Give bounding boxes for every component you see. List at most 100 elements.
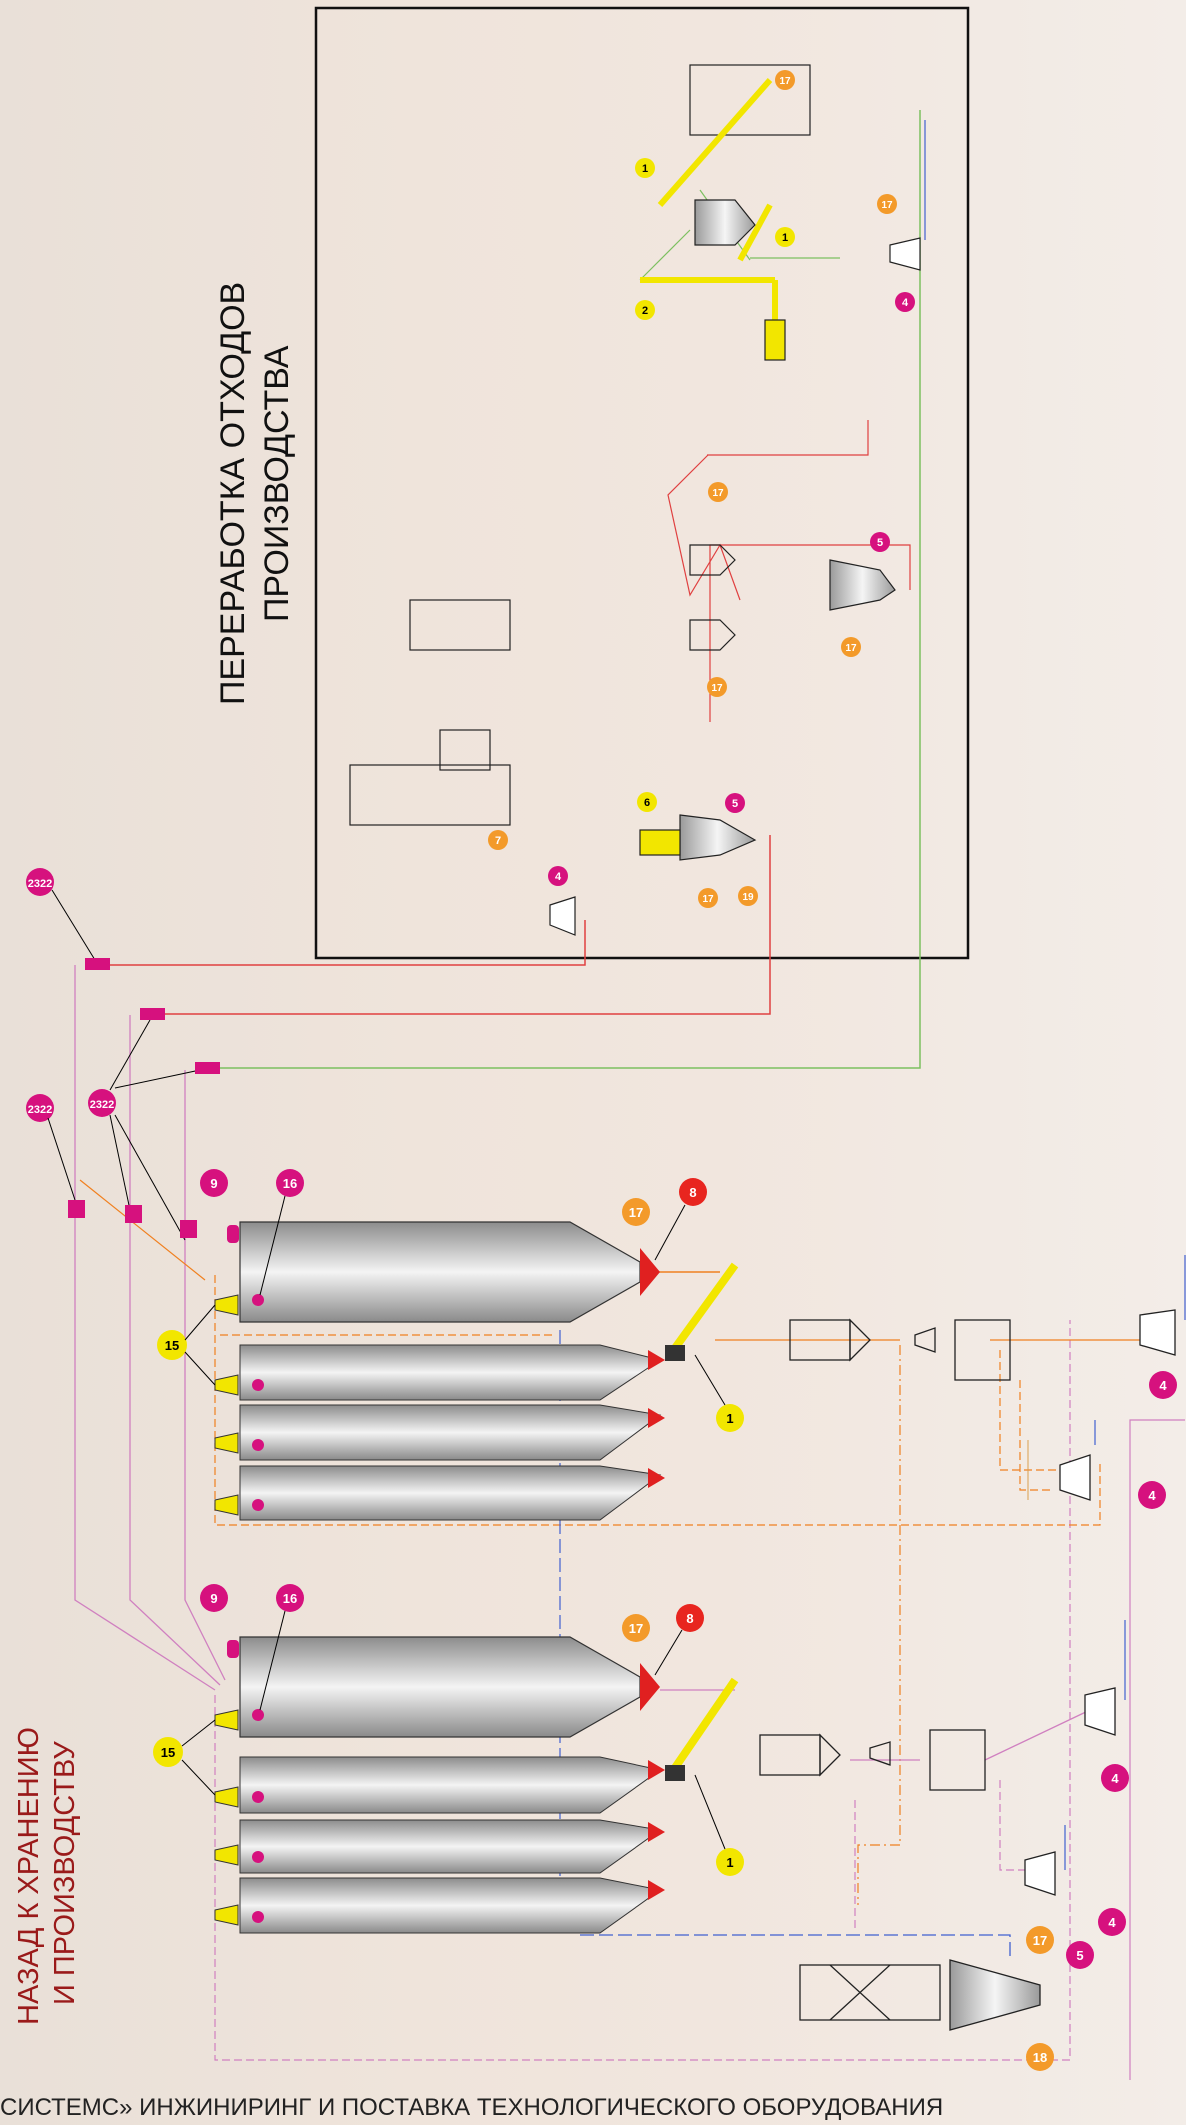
marker-1-c: 1 bbox=[726, 1411, 733, 1426]
collector-upper-a bbox=[1139, 1309, 1176, 1356]
orange-down bbox=[999, 1350, 1060, 1471]
tee-1 bbox=[85, 958, 110, 970]
tee-2 bbox=[140, 1008, 165, 1020]
probe-upper-4 bbox=[252, 1499, 264, 1511]
marker-bg bbox=[200, 1169, 228, 1197]
probe-lower-3 bbox=[252, 1851, 264, 1863]
leader-line bbox=[51, 889, 96, 961]
pink-pipe-3 bbox=[184, 1070, 226, 1681]
marker-4-d: 4 bbox=[1148, 1488, 1156, 1503]
marker-8-b: 8 bbox=[686, 1611, 693, 1626]
silo-lower-2 bbox=[239, 1756, 662, 1814]
orange-dash-vert bbox=[857, 1345, 901, 1905]
marker-18: 18 bbox=[1033, 2050, 1047, 2065]
collector-lower-b bbox=[1024, 1851, 1056, 1896]
leader-line bbox=[114, 1114, 186, 1241]
equipment-lower-line bbox=[759, 1687, 1116, 2031]
marker-bg bbox=[276, 1169, 304, 1197]
silo-upper-2 bbox=[239, 1344, 662, 1401]
footer-caption: СИСТЕМС» ИНЖИНИРИНГ И ПОСТАВКА ТЕХНОЛОГИ… bbox=[0, 2094, 944, 2121]
leader-line bbox=[259, 1610, 286, 1711]
workbench bbox=[409, 599, 511, 651]
pink-bottom bbox=[214, 1320, 1071, 2061]
probe-upper-3 bbox=[252, 1439, 264, 1451]
tee-4 bbox=[68, 1200, 85, 1218]
marker-15-b: 15 bbox=[161, 1745, 175, 1760]
marker-bg bbox=[707, 677, 727, 697]
markers: 1 1 2 17 17 4 5 17 17 17 6 5 17 19 7 4 2… bbox=[26, 70, 1177, 2071]
marker-bg bbox=[622, 1614, 650, 1642]
cyclone-waste bbox=[829, 559, 896, 611]
upper-silo-group bbox=[214, 1221, 739, 1521]
marker-bg bbox=[157, 1330, 187, 1360]
marker-16-a: 16 bbox=[283, 1176, 297, 1191]
marker-bg bbox=[635, 158, 655, 178]
marker-16-b: 16 bbox=[283, 1591, 297, 1606]
leader-line bbox=[114, 1069, 201, 1089]
cyclone-collector-top bbox=[889, 237, 921, 271]
return-title-line2: И ПРОИЗВОДСТВУ bbox=[49, 1741, 81, 2005]
filter-lower-3 bbox=[214, 1844, 239, 1866]
marker-bg bbox=[679, 1178, 707, 1206]
marker-17-h: 17 bbox=[629, 1621, 643, 1636]
green-feed-2 bbox=[639, 229, 691, 281]
leader-line bbox=[184, 1351, 216, 1386]
oven-box bbox=[439, 729, 491, 771]
leader-line bbox=[694, 1774, 726, 1850]
marker-23-22-b: 2322 bbox=[28, 1104, 52, 1116]
filter-upper-3 bbox=[214, 1432, 239, 1454]
filter-upper-4 bbox=[214, 1494, 239, 1516]
marker-15-a: 15 bbox=[165, 1338, 179, 1353]
silo-lower-3-cone bbox=[648, 1822, 665, 1842]
filter-upper-2 bbox=[214, 1374, 239, 1396]
marker-bg bbox=[26, 1094, 54, 1122]
yellow-tank bbox=[639, 829, 681, 856]
marker-bg bbox=[716, 1404, 744, 1432]
return-title-line1: НАЗАД К ХРАНЕНИЮ bbox=[13, 1727, 45, 2025]
marker-bg bbox=[1026, 2043, 1054, 2071]
tee-3 bbox=[195, 1062, 220, 1074]
filter-lower-4 bbox=[214, 1904, 239, 1926]
marker-8-a: 8 bbox=[689, 1185, 696, 1200]
marker-bg bbox=[716, 1848, 744, 1876]
silo-main-upper bbox=[239, 1221, 641, 1323]
leader-line bbox=[654, 1629, 683, 1676]
marker-5-a: 5 bbox=[877, 537, 883, 549]
cyclone-1 bbox=[694, 199, 756, 246]
tee-6 bbox=[180, 1220, 197, 1238]
marker-bg bbox=[153, 1737, 183, 1767]
screw-upper bbox=[666, 1262, 739, 1358]
marker-bg bbox=[877, 194, 897, 214]
collector-waste-left bbox=[549, 896, 576, 936]
marker-bg bbox=[775, 70, 795, 90]
pink-pipe-outer bbox=[74, 965, 216, 1691]
marker-1-d: 1 bbox=[726, 1855, 733, 1870]
marker-23-22-a: 2322 bbox=[28, 878, 52, 890]
marker-bg bbox=[1149, 1371, 1177, 1399]
marker-9-b: 9 bbox=[210, 1591, 217, 1606]
probe-upper-2 bbox=[252, 1379, 264, 1391]
hopper-upper bbox=[914, 1327, 936, 1353]
marker-17-g: 17 bbox=[629, 1205, 643, 1220]
filter-lower-1 bbox=[214, 1709, 239, 1731]
leader-line bbox=[181, 1719, 216, 1747]
marker-4-a: 4 bbox=[902, 297, 909, 309]
filter-lower-2 bbox=[214, 1786, 239, 1808]
probe-upper-1 bbox=[252, 1294, 264, 1306]
collector-upper-b bbox=[1059, 1454, 1091, 1501]
mixer-upper bbox=[954, 1319, 1011, 1381]
marker-17-a: 17 bbox=[779, 76, 791, 87]
marker-bg bbox=[698, 888, 718, 908]
marker-bg bbox=[26, 868, 54, 896]
red-pipe-2 bbox=[150, 835, 771, 1015]
level-sensor-lower bbox=[227, 1640, 239, 1658]
red-pipe-1 bbox=[100, 920, 586, 966]
silo-upper-4-cone bbox=[648, 1468, 665, 1488]
marker-17-b: 17 bbox=[881, 200, 893, 211]
leader-line bbox=[47, 1117, 76, 1201]
hopper-yellow bbox=[764, 319, 786, 361]
marker-bg bbox=[88, 1089, 116, 1117]
silo-lower-4-cone bbox=[648, 1880, 665, 1900]
red-pipe-5 bbox=[667, 454, 741, 601]
